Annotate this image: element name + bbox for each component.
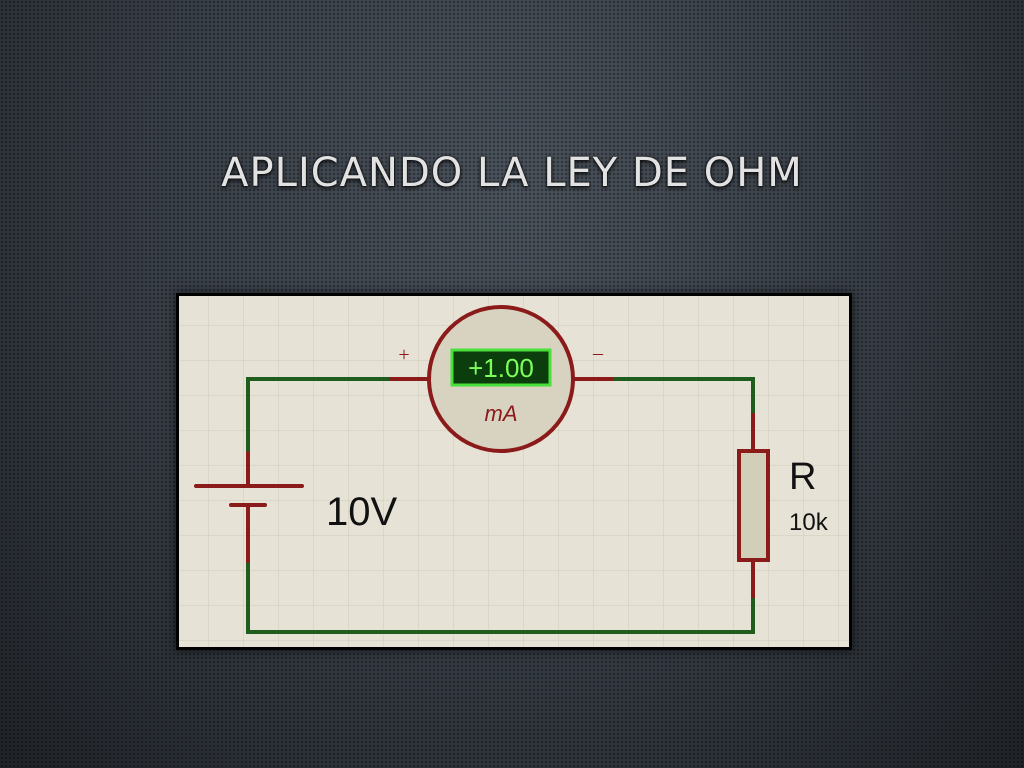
ammeter-minus-sign: – — [592, 342, 604, 364]
ammeter-display — [450, 348, 552, 387]
ammeter-plus-sign: + — [398, 344, 409, 366]
circuit-schematic: 10V +1.00 mA + – R 10k — [176, 293, 852, 650]
resistor-value-label: 10k — [789, 509, 829, 536]
battery-voltage-label: 10V — [326, 490, 397, 534]
ammeter-unit: mA — [485, 401, 518, 426]
ammeter-reading: +1.00 — [468, 353, 534, 383]
battery-symbol: 10V — [194, 451, 397, 563]
ammeter: +1.00 mA + – — [389, 305, 613, 453]
slide-title: APLICANDO LA LEY DE OHM — [221, 150, 803, 196]
circuit-wires — [246, 377, 755, 634]
resistor-name-label: R — [789, 456, 816, 498]
resistor-body — [737, 449, 770, 562]
resistor: R 10k — [737, 413, 829, 598]
